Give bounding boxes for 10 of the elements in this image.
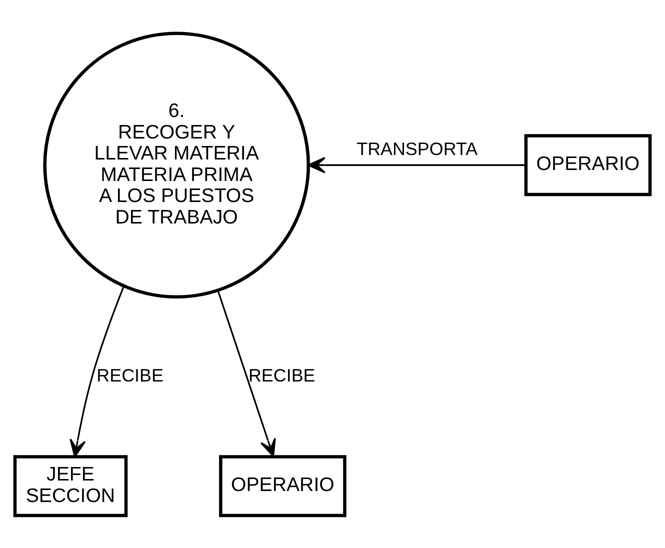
node-box: OPERARIO [524,134,652,196]
arrow [308,156,526,173]
edge-label: TRANSPORTA [356,138,478,159]
arrow [217,290,276,456]
node-circle: 6. RECOGER Y LLEVAR MATERIA MATERIA PRIMA A LOS PUESTOS DE TRABAJO [43,31,310,298]
node-box: JEFE SECCION [13,454,128,517]
node-box: OPERARIO [219,454,346,517]
arrow [70,285,125,457]
edge-label: RECIBE [96,364,164,385]
edge-label: RECIBE [248,364,316,385]
